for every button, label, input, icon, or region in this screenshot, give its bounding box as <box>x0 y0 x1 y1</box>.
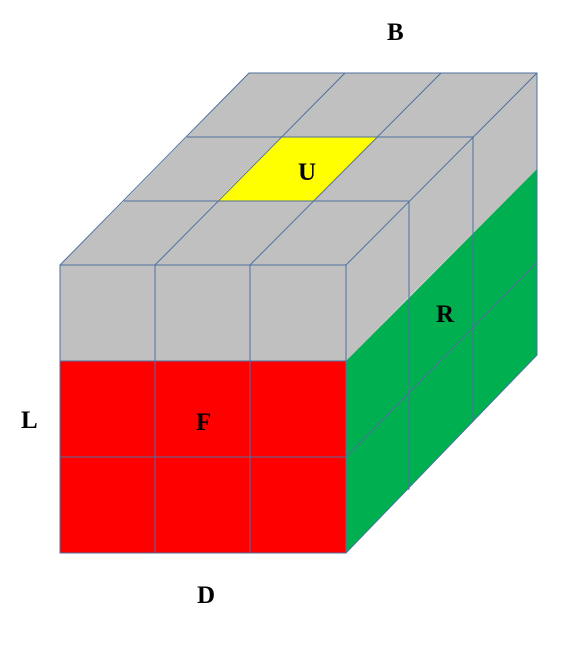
up-face-sticker <box>124 137 281 201</box>
up-face-sticker <box>281 73 441 137</box>
label-front: F <box>196 409 211 436</box>
cube-outline <box>59 72 538 554</box>
front-top-row <box>60 265 346 361</box>
up-face-sticker <box>187 73 345 137</box>
up-face <box>60 73 537 265</box>
up-center-sticker <box>217 137 377 201</box>
right-face-sticker <box>346 201 409 361</box>
up-face-sticker <box>155 201 313 265</box>
up-face-grid <box>124 72 473 266</box>
label-back: B <box>387 19 404 46</box>
right-face-sticker <box>409 137 473 297</box>
label-down: D <box>197 582 215 609</box>
front-face-grid <box>60 265 346 553</box>
up-face-sticker <box>377 73 537 137</box>
right-face-green <box>346 169 537 553</box>
label-up: U <box>298 159 316 186</box>
right-face <box>345 73 538 553</box>
right-face-grid <box>345 137 538 490</box>
right-face-sticker <box>473 73 537 233</box>
up-face-sticker <box>60 201 217 265</box>
up-face-sticker <box>313 137 473 201</box>
up-face-sticker <box>250 201 409 265</box>
label-right: R <box>436 301 455 328</box>
front-face <box>60 265 346 553</box>
label-left: L <box>21 407 38 434</box>
